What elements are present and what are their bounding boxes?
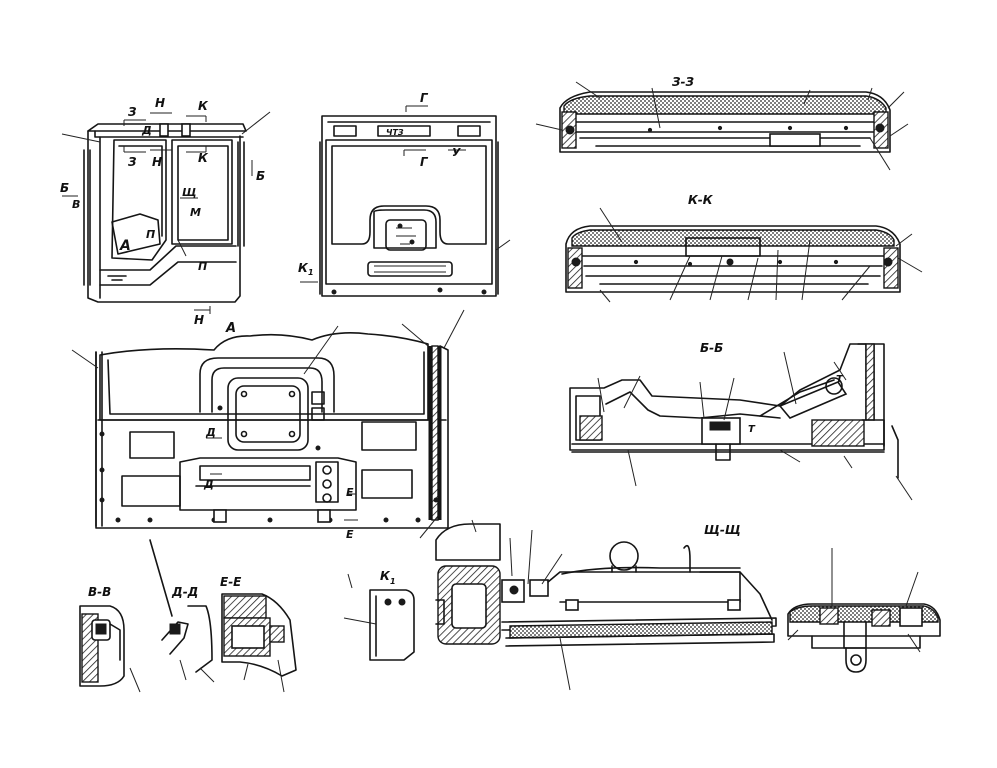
cab-label-k-mid: К [198, 151, 209, 165]
section-z-roof [535, 81, 909, 171]
a-label-e-mid: Е [346, 486, 354, 499]
view-k1-sub: 1 [390, 577, 396, 586]
cab-label-p2: П [198, 260, 207, 273]
cab-label-p: П [146, 228, 155, 241]
cab-label-sh: Щ [182, 186, 197, 199]
view-a-rear-panel [71, 309, 465, 539]
section-shch-detail [435, 519, 941, 691]
section-e-detail [221, 593, 297, 693]
section-k-label: К-К [688, 193, 714, 207]
section-b-label: Б-Б [700, 341, 723, 355]
cab-rear-view: ЧТЗ [300, 105, 511, 297]
section-shch-label: Щ-Щ [704, 523, 741, 537]
section-k-roof [565, 207, 923, 303]
section-d-label: Д-Д [171, 585, 198, 599]
section-e-label: Е-Е [220, 575, 242, 589]
section-b-floor [569, 343, 913, 501]
a-label-e-bot: Е [346, 528, 354, 541]
cab-label-v: В [72, 198, 80, 211]
a-label-d-top: Д [205, 426, 216, 439]
rear-plate-text: ЧТЗ [386, 128, 404, 137]
cab-label-b-left: Б [60, 181, 69, 195]
rear-label-k1-sub: 1 [308, 268, 314, 277]
cab-label-b-right: Б [256, 169, 265, 183]
cab-label-d: Д [141, 124, 152, 137]
a-label-d-mid: Д [203, 478, 214, 491]
rear-label-g-top: Г [420, 91, 429, 105]
section-z-label: З-З [672, 75, 695, 89]
cab-label-z-mid: З [128, 155, 137, 169]
rear-label-u: У [452, 146, 461, 159]
view-k1-detail [343, 573, 415, 661]
view-k1-label: К [380, 569, 391, 583]
rear-label-k1: К [298, 261, 309, 275]
cab-label-a: А [119, 238, 131, 254]
section-v-label: В-В [88, 585, 111, 599]
cab-label-k-top: К [198, 99, 209, 113]
cab-label-n-bottom: Н [194, 313, 204, 327]
bb-label-t1: Т [836, 374, 844, 385]
cab-label-n-mid: Н [152, 155, 162, 169]
rear-label-g-mid: Г [420, 155, 429, 169]
cab-general-view [61, 111, 271, 314]
view-a-label: А [225, 321, 236, 336]
section-d-detail [149, 539, 215, 683]
cab-label-z-top: З [128, 105, 137, 119]
cab-label-m: М [190, 206, 201, 219]
section-v-detail [79, 605, 141, 693]
cab-label-n-top: Н [155, 96, 165, 110]
bb-label-t2: Т [748, 424, 756, 435]
